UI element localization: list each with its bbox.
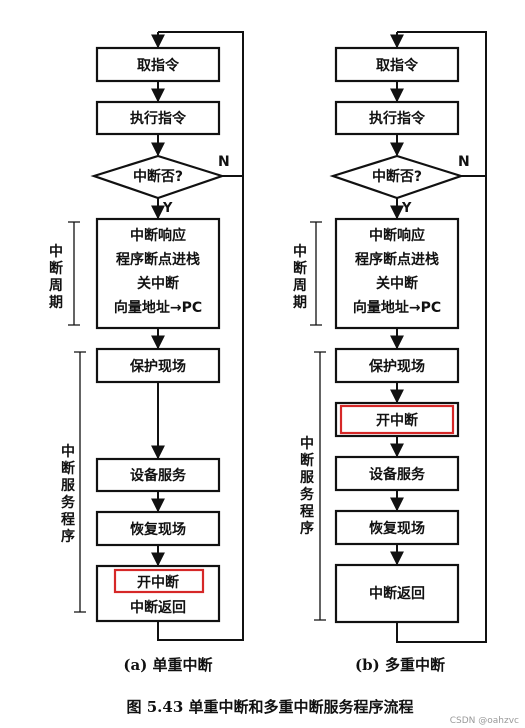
a-fetch-box: [95, 46, 221, 83]
b-cycle-bracket-caps: [310, 221, 322, 326]
watermark: CSDN @oahzvc: [450, 716, 519, 726]
a-side-service-1: 中: [61, 443, 75, 460]
a-execute-box: [95, 100, 221, 136]
b-side-service-5: 程: [300, 504, 314, 520]
b-service-label: 设备服务: [369, 466, 426, 483]
a-side-service-4: 务: [61, 494, 76, 511]
b-save-box: [334, 347, 460, 384]
b-enable-box: [334, 401, 460, 438]
b-execute-label: 执行指令: [369, 110, 426, 127]
b-service-bracket-caps: [314, 351, 326, 621]
a-cycle-line-3: 关中断: [137, 275, 179, 292]
b-cycle-line-2: 程序断点进栈: [355, 251, 439, 268]
b-cycle-line-4: 向量地址→PC: [353, 299, 441, 316]
a-cycle-line-1: 中断响应: [130, 227, 186, 244]
b-fetch-label: 取指令: [376, 57, 419, 74]
b-enable-highlight: [339, 404, 455, 435]
b-cycle-line-1: 中断响应: [369, 227, 425, 244]
a-restore-label: 恢复现场: [130, 521, 186, 538]
a-cycle-line-4: 向量地址→PC: [114, 299, 202, 316]
b-save-label: 保护现场: [368, 358, 425, 375]
a-save-label: 保护现场: [129, 358, 186, 375]
a-service-bracket-caps: [74, 351, 86, 613]
a-side-service-6: 序: [61, 528, 75, 545]
a-side-cycle-3: 周: [49, 278, 63, 294]
b-side-service-3: 服: [300, 470, 315, 486]
a-cycle-line-2: 程序断点进栈: [116, 251, 200, 268]
b-side-cycle-1: 中: [293, 243, 307, 260]
b-side-cycle-3: 周: [293, 278, 307, 294]
b-return-label: 中断返回: [369, 585, 425, 602]
b-service-box: [334, 455, 460, 492]
a-cycle-box: [95, 217, 221, 330]
b-branch-n-label: N: [458, 154, 470, 170]
a-side-cycle-2: 断: [49, 260, 63, 277]
b-return-loop: [396, 31, 487, 643]
a-return-loop: [157, 31, 244, 641]
a-caption: (a) 单重中断: [123, 656, 212, 674]
b-restore-box: [334, 509, 460, 546]
b-execute-box: [334, 100, 460, 136]
a-branch-y-label: Y: [162, 201, 173, 216]
a-side-service-3: 服: [61, 478, 76, 494]
a-decision-label: 中断否?: [133, 168, 183, 185]
b-decision-diamond: [329, 154, 465, 200]
a-enable-highlight: [113, 568, 205, 594]
b-cycle-box: [334, 217, 460, 330]
a-execute-label: 执行指令: [130, 110, 187, 127]
b-return-box: [334, 563, 460, 624]
b-cycle-line-3: 关中断: [376, 275, 418, 292]
a-side-cycle-4: 期: [49, 295, 63, 311]
a-cycle-bracket-caps: [68, 221, 80, 326]
figure-caption: 图 5.43 单重中断和多重中断服务程序流程: [127, 698, 414, 716]
a-return-box: [95, 564, 221, 623]
b-restore-label: 恢复现场: [369, 520, 425, 537]
a-fetch-label: 取指令: [137, 57, 180, 74]
b-fetch-box: [334, 46, 460, 83]
a-enable-label: 开中断: [137, 574, 179, 591]
b-side-service-4: 务: [300, 486, 315, 503]
b-decision-label: 中断否?: [372, 168, 422, 185]
a-return-label: 中断返回: [130, 599, 186, 616]
b-caption: (b) 多重中断: [355, 656, 445, 674]
a-save-box: [95, 347, 221, 384]
a-service-label: 设备服务: [130, 467, 187, 484]
b-side-service-6: 序: [300, 520, 314, 537]
b-branch-y-label: Y: [401, 201, 412, 216]
b-side-cycle-4: 期: [293, 295, 307, 311]
a-decision-diamond: [90, 154, 226, 200]
b-side-service-2: 断: [300, 452, 314, 469]
a-side-cycle-1: 中: [49, 243, 63, 260]
diagram-b: 取指令 执行指令 中断否? N Y 中断响应 程序断点进栈 关中断 向量地址→P…: [293, 31, 487, 674]
a-side-service-2: 断: [61, 460, 75, 477]
b-side-cycle-2: 断: [293, 260, 307, 277]
b-enable-label: 开中断: [376, 412, 418, 429]
a-branch-n-label: N: [218, 154, 230, 170]
b-side-service-1: 中: [300, 435, 314, 452]
a-service-box: [95, 457, 221, 493]
a-restore-box: [95, 510, 221, 547]
a-side-service-5: 程: [61, 512, 75, 528]
diagram-a: 取指令 执行指令 中断否? N Y 中断响应 程序断点进栈 关中断 向量地址→P…: [49, 31, 244, 674]
